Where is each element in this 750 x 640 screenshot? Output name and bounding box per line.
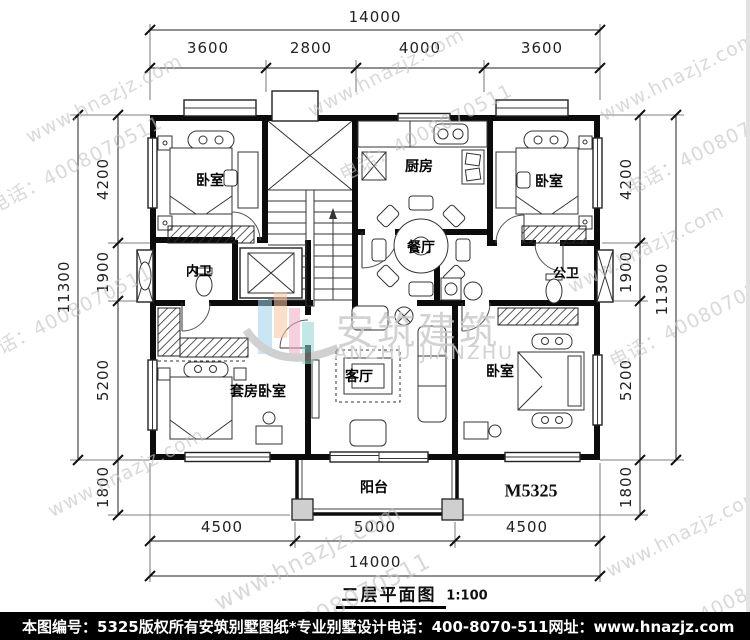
dim-right-seg-4: 1800 xyxy=(617,465,635,509)
dim-bottom-seg-3: 4500 xyxy=(505,518,549,536)
room-label-bath-private: 内卫 xyxy=(185,264,213,280)
windows xyxy=(147,112,603,463)
anzhu-logo xyxy=(242,292,340,364)
bedroom-bottom-right-furniture xyxy=(463,307,585,440)
dim-bottom-seg-2: 5000 xyxy=(353,518,397,536)
dim-left-seg-4: 1800 xyxy=(94,465,112,509)
dim-bottom-seg-1: 4500 xyxy=(200,518,244,536)
room-label-bath-public: 公卫 xyxy=(552,266,580,282)
dim-right-seg-2: 1900 xyxy=(617,250,635,294)
room-label-bedroom-bottom-right: 卧室 xyxy=(486,364,514,380)
elevator xyxy=(239,247,303,299)
bay-windows xyxy=(136,90,614,303)
footer-bar: 本图编号：5325 版权所有 安筑别墅图纸*专业别墅设计 电话：400-8070… xyxy=(0,612,750,640)
footer-phone: 电话：400-8070-511 xyxy=(386,617,549,636)
dim-left-total: 11300 xyxy=(55,260,73,314)
balcony-structure xyxy=(291,460,464,521)
bedroom-top-left-furniture xyxy=(157,130,259,244)
suite-bedroom-furniture xyxy=(157,307,283,445)
bedroom-top-right-furniture xyxy=(495,130,593,244)
dim-top-seg-4: 3600 xyxy=(520,39,564,57)
dim-top-seg-3: 4000 xyxy=(398,39,442,57)
drawing-title: 二层平面图 xyxy=(341,585,437,606)
dim-top-total: 14000 xyxy=(348,8,402,26)
room-label-suite-bedroom: 套房卧室 xyxy=(230,384,286,400)
dim-left-seg-2: 1900 xyxy=(94,250,112,294)
dim-top-seg-1: 3600 xyxy=(186,39,230,57)
dim-left-seg-3: 5200 xyxy=(94,358,112,402)
scrollbar-track xyxy=(746,0,750,612)
room-label-bedroom-top-left: 卧室 xyxy=(196,173,224,189)
dim-left-seg-1: 4200 xyxy=(94,157,112,201)
room-label-bedroom-top-right: 卧室 xyxy=(535,174,563,190)
dimension-extension-lines xyxy=(70,24,684,582)
dim-bottom-total: 14000 xyxy=(348,553,402,571)
drawing-scale: 1:100 xyxy=(446,588,488,604)
dim-right-seg-3: 5200 xyxy=(617,358,635,402)
kitchen-counter xyxy=(357,120,488,185)
dim-top-seg-2: 2800 xyxy=(289,39,333,57)
living-room-furniture xyxy=(311,305,447,447)
room-label-balcony: 阳台 xyxy=(360,480,388,496)
footer-slogan: 安筑别墅图纸*专业别墅设计 xyxy=(198,617,387,636)
room-label-dining: 餐厅 xyxy=(407,240,435,256)
room-label-living: 客厅 xyxy=(345,369,373,385)
model-number: M5325 xyxy=(504,480,558,501)
room-label-kitchen: 厨房 xyxy=(405,159,433,175)
footer-copyright: 版权所有 xyxy=(138,617,199,636)
dimension-lines xyxy=(72,24,682,582)
floor-plan-drawing xyxy=(70,24,684,582)
dim-right-seg-1: 4200 xyxy=(617,157,635,201)
footer-website: 网址：www.hnazjz.com xyxy=(548,617,735,636)
dim-right-total: 11300 xyxy=(653,262,671,316)
public-bath-fixtures xyxy=(440,273,563,304)
dining-table xyxy=(371,195,471,297)
title-underline xyxy=(336,606,446,609)
footer-drawing-no: 本图编号：5325 xyxy=(22,617,139,636)
private-bath-fixtures xyxy=(138,261,213,297)
